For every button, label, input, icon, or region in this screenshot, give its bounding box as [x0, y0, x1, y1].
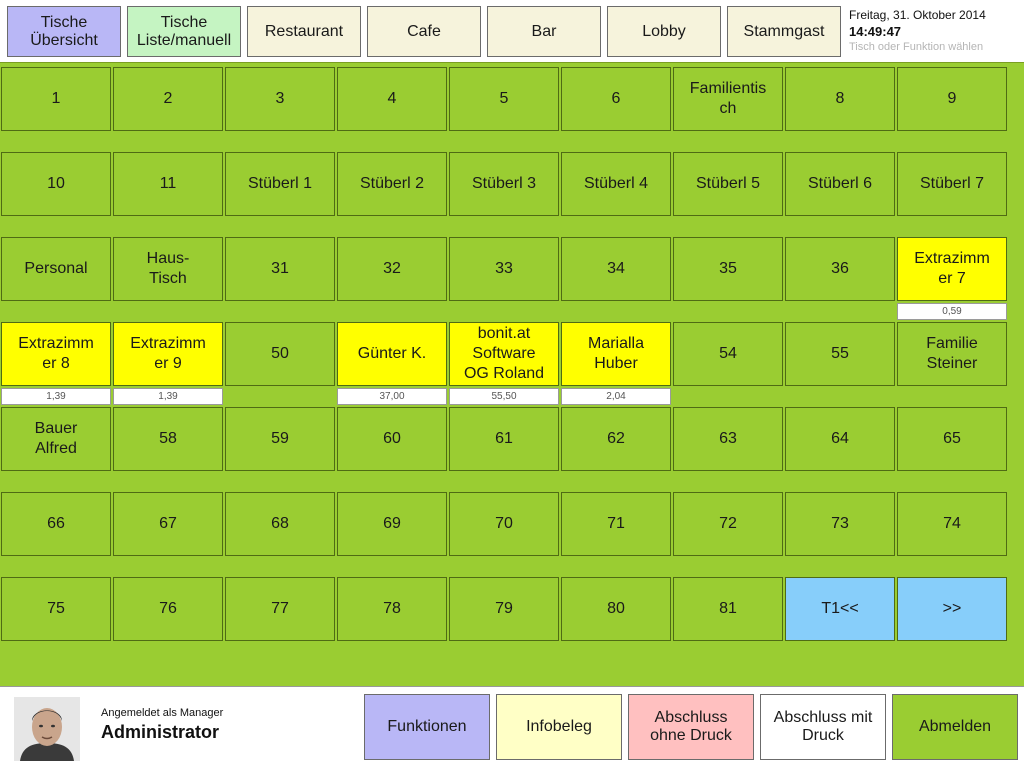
current-date: Freitag, 31. Oktober 2014 — [849, 8, 986, 22]
tab-bar[interactable]: Bar — [487, 6, 601, 57]
table-button[interactable]: 32 — [337, 237, 447, 301]
table-button[interactable]: 72 — [673, 492, 783, 556]
table-amount: 0,59 — [897, 303, 1007, 320]
close-without-print-button[interactable]: Abschluss ohne Druck — [628, 694, 754, 760]
logout-button[interactable]: Abmelden — [892, 694, 1018, 760]
table-button[interactable]: 54 — [673, 322, 783, 386]
table-button[interactable]: 6 — [561, 67, 671, 131]
table-button[interactable]: 76 — [113, 577, 223, 641]
table-button[interactable]: Stüberl 4 — [561, 152, 671, 216]
table-button[interactable]: Stüberl 7 — [897, 152, 1007, 216]
table-button[interactable]: 73 — [785, 492, 895, 556]
table-button[interactable]: 68 — [225, 492, 335, 556]
current-time: 14:49:47 — [849, 24, 902, 39]
table-button[interactable]: Günter K. — [337, 322, 447, 386]
table-button[interactable]: 70 — [449, 492, 559, 556]
table-button[interactable]: Marialla Huber — [561, 322, 671, 386]
table-button[interactable]: 1 — [1, 67, 111, 131]
table-button[interactable]: Extrazimm er 8 — [1, 322, 111, 386]
table-button[interactable]: Extrazimm er 7 — [897, 237, 1007, 301]
table-amount: 55,50 — [449, 388, 559, 405]
table-button[interactable]: 2 — [113, 67, 223, 131]
table-button[interactable]: 78 — [337, 577, 447, 641]
tab-restaurant[interactable]: Restaurant — [247, 6, 361, 57]
table-button[interactable]: 11 — [113, 152, 223, 216]
table-button[interactable]: Familie Steiner — [897, 322, 1007, 386]
table-button[interactable]: bonit.at Software OG Roland — [449, 322, 559, 386]
table-button[interactable]: 50 — [225, 322, 335, 386]
table-button[interactable]: Familientis ch — [673, 67, 783, 131]
table-button[interactable]: 79 — [449, 577, 559, 641]
table-button[interactable]: 65 — [897, 407, 1007, 471]
tab-regular-guest[interactable]: Stammgast — [727, 6, 841, 57]
table-button[interactable]: 5 — [449, 67, 559, 131]
bottom-bar: Angemeldet als Manager Administrator Fun… — [0, 686, 1024, 768]
user-avatar-icon — [14, 697, 80, 761]
table-button[interactable]: 59 — [225, 407, 335, 471]
table-button[interactable]: 58 — [113, 407, 223, 471]
nav-prev-button[interactable]: T1<< — [785, 577, 895, 641]
table-button[interactable]: Extrazimm er 9 — [113, 322, 223, 386]
table-button[interactable]: 3 — [225, 67, 335, 131]
table-button[interactable]: 34 — [561, 237, 671, 301]
table-button[interactable]: 55 — [785, 322, 895, 386]
table-button[interactable]: Stüberl 5 — [673, 152, 783, 216]
table-button[interactable]: 71 — [561, 492, 671, 556]
functions-button[interactable]: Funktionen — [364, 694, 490, 760]
tab-lobby[interactable]: Lobby — [607, 6, 721, 57]
table-button[interactable]: 66 — [1, 492, 111, 556]
table-button[interactable]: Stüberl 1 — [225, 152, 335, 216]
tab-cafe[interactable]: Cafe — [367, 6, 481, 57]
nav-next-button[interactable]: >> — [897, 577, 1007, 641]
table-button[interactable]: 31 — [225, 237, 335, 301]
table-button[interactable]: 81 — [673, 577, 783, 641]
table-button[interactable]: 77 — [225, 577, 335, 641]
table-button[interactable]: Personal — [1, 237, 111, 301]
table-amount: 1,39 — [1, 388, 111, 405]
top-bar: Tische Übersicht Tische Liste/manuell Re… — [0, 0, 1024, 62]
table-amount: 37,00 — [337, 388, 447, 405]
table-button[interactable]: Haus- Tisch — [113, 237, 223, 301]
tab-tables-overview[interactable]: Tische Übersicht — [7, 6, 121, 57]
table-button[interactable]: Bauer Alfred — [1, 407, 111, 471]
table-button[interactable]: 35 — [673, 237, 783, 301]
table-button[interactable]: Stüberl 2 — [337, 152, 447, 216]
table-amount: 2,04 — [561, 388, 671, 405]
table-button[interactable]: 9 — [897, 67, 1007, 131]
table-button[interactable]: 69 — [337, 492, 447, 556]
table-button[interactable]: 4 — [337, 67, 447, 131]
table-button[interactable]: 62 — [561, 407, 671, 471]
table-button[interactable]: 33 — [449, 237, 559, 301]
date-time-panel: Freitag, 31. Oktober 2014 14:49:47 Tisch… — [849, 8, 1019, 54]
table-button[interactable]: Stüberl 3 — [449, 152, 559, 216]
table-button[interactable]: 60 — [337, 407, 447, 471]
close-with-print-button[interactable]: Abschluss mit Druck — [760, 694, 886, 760]
table-button[interactable]: 36 — [785, 237, 895, 301]
table-button[interactable]: 64 — [785, 407, 895, 471]
table-button[interactable]: 8 — [785, 67, 895, 131]
table-button[interactable]: 67 — [113, 492, 223, 556]
info-receipt-button[interactable]: Infobeleg — [496, 694, 622, 760]
tab-tables-list-manual[interactable]: Tische Liste/manuell — [127, 6, 241, 57]
table-button[interactable]: 74 — [897, 492, 1007, 556]
table-amount: 1,39 — [113, 388, 223, 405]
table-button[interactable]: 10 — [1, 152, 111, 216]
table-button[interactable]: Stüberl 6 — [785, 152, 895, 216]
user-role-label: Angemeldet als Manager — [101, 707, 224, 719]
table-button[interactable]: 63 — [673, 407, 783, 471]
table-button[interactable]: 75 — [1, 577, 111, 641]
status-hint: Tisch oder Funktion wählen — [849, 41, 984, 53]
table-button[interactable]: 61 — [449, 407, 559, 471]
table-button[interactable]: 80 — [561, 577, 671, 641]
user-name: Administrator — [101, 722, 220, 742]
